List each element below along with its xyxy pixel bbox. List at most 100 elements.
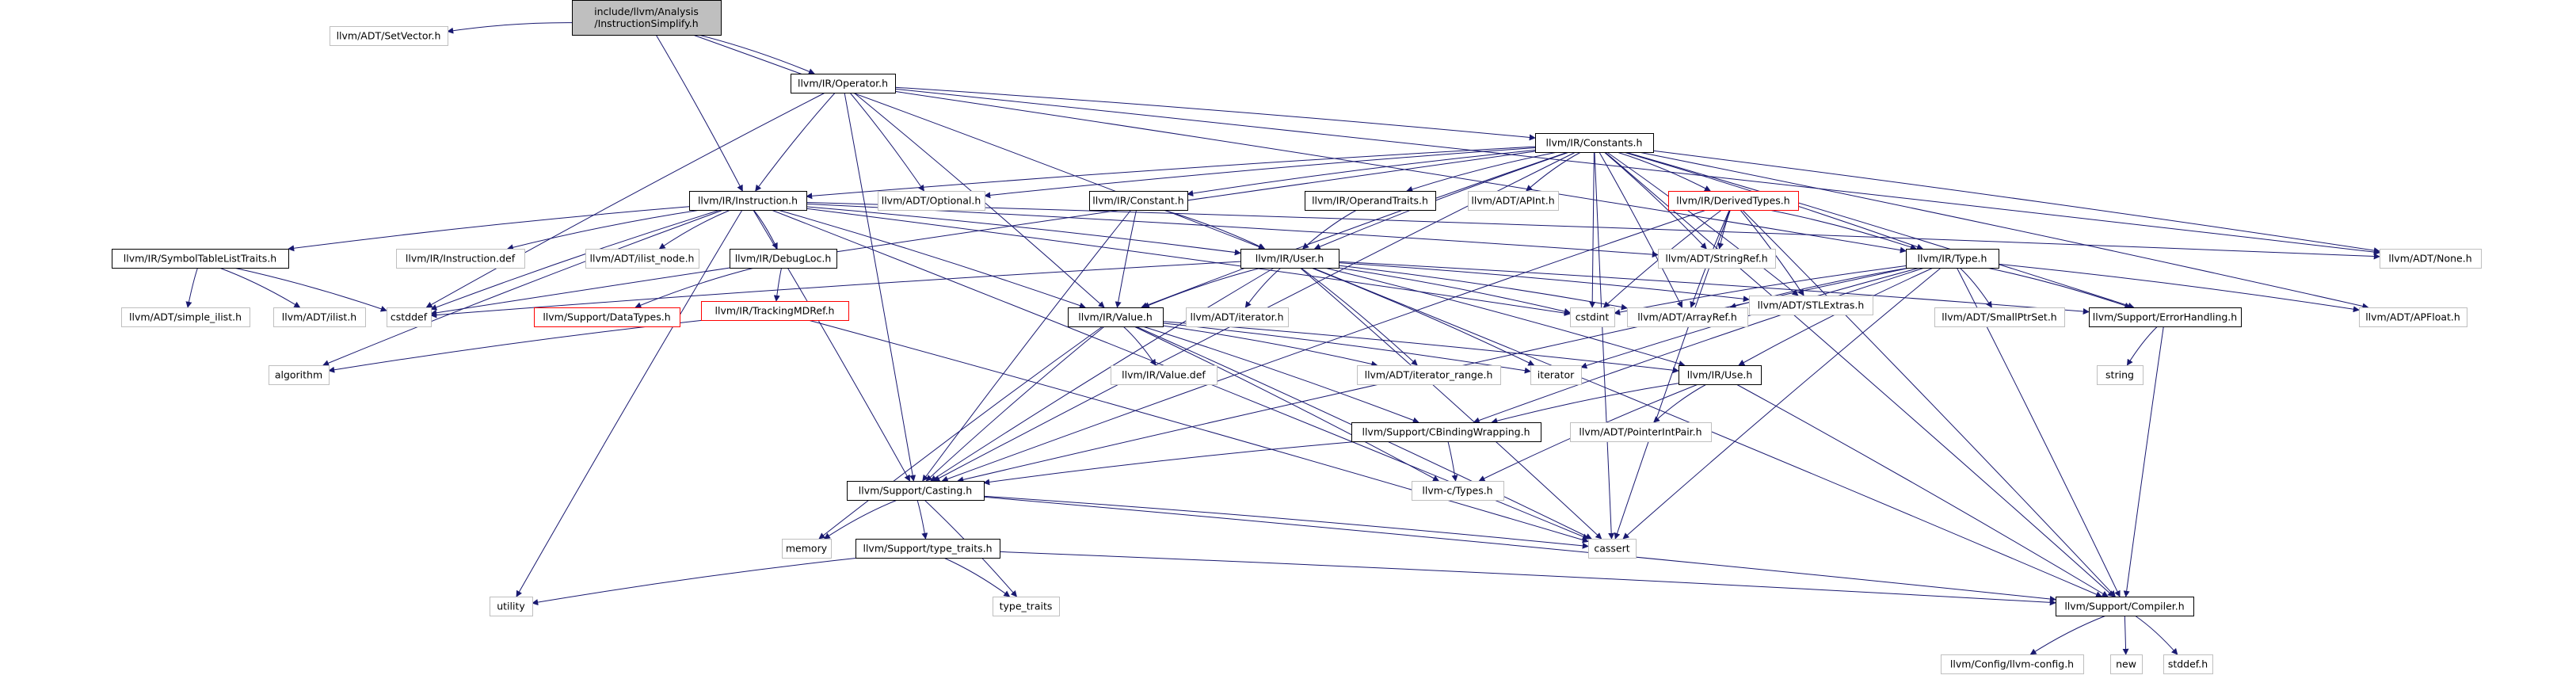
node-label: llvm/ADT/SmallPtrSet.h <box>1942 311 2056 323</box>
node-operator[interactable]: llvm/IR/Operator.h <box>791 74 896 93</box>
edge-type-to-use <box>1738 267 1934 366</box>
edge-constants-to-cassert <box>1594 151 1615 540</box>
edge-user-to-cstddef <box>430 261 1241 319</box>
node-box <box>1749 296 1873 315</box>
node-box <box>1588 539 1637 559</box>
node-cassert: cassert <box>1588 539 1637 559</box>
edge-casting-to-compiler <box>983 496 2056 602</box>
node-box <box>2097 365 2143 385</box>
node-value[interactable]: llvm/IR/Value.h <box>1068 307 1164 327</box>
node-box <box>396 249 525 269</box>
edge-cbinding-to-llvmctypes <box>1447 441 1458 482</box>
node-llvmconfig: llvm/Config/llvm-config.h <box>1941 654 2084 674</box>
edge-constants-to-apfloat <box>1638 151 2369 310</box>
node-box <box>1535 133 1654 153</box>
node-label: llvm/Support/DataTypes.h <box>543 311 670 323</box>
node-constants[interactable]: llvm/IR/Constants.h <box>1535 133 1654 153</box>
node-trackingmdref[interactable]: llvm/IR/TrackingMDRef.h <box>701 301 849 321</box>
node-box <box>121 307 250 327</box>
edge-use-to-compiler <box>1736 383 2109 597</box>
node-box <box>2163 654 2213 674</box>
edge-typetraitsh-to-typetraits <box>943 557 1011 597</box>
edge-constants-to-user <box>1313 151 1570 250</box>
node-apfloat: llvm/ADT/APFloat.h <box>2359 307 2467 327</box>
node-stlextras: llvm/ADT/STLExtras.h <box>1749 296 1873 315</box>
node-label: llvm/IR/Use.h <box>1687 369 1753 381</box>
edge-value-to-use <box>1162 321 1679 374</box>
edge-operator-to-none <box>894 88 2380 256</box>
node-box <box>993 597 1060 616</box>
edge-user-to-errorhandling <box>1338 261 2090 315</box>
edge-constants-to-cstddef <box>430 151 1536 316</box>
node-smallptrset: llvm/ADT/SmallPtrSet.h <box>1934 307 2065 327</box>
node-box <box>1186 307 1289 327</box>
node-errorhandling[interactable]: llvm/Support/ErrorHandling.h <box>2089 307 2242 327</box>
node-cbinding[interactable]: llvm/Support/CBindingWrapping.h <box>1351 422 1541 442</box>
node-type[interactable]: llvm/IR/Type.h <box>1906 249 1999 269</box>
node-compiler[interactable]: llvm/Support/Compiler.h <box>2056 597 2194 616</box>
node-ilist: llvm/ADT/ilist.h <box>273 307 366 327</box>
node-label: llvm-c/Types.h <box>1422 485 1492 497</box>
node-valuedef: llvm/IR/Value.def <box>1111 365 1218 385</box>
edge-constants-to-constant <box>1187 150 1536 196</box>
node-derivedtypes[interactable]: llvm/IR/DerivedTypes.h <box>1668 191 1799 211</box>
edge-type-to-smallptrset <box>1959 267 1992 308</box>
node-box <box>1679 365 1762 385</box>
node-user[interactable]: llvm/IR/User.h <box>1240 249 1339 269</box>
node-casting[interactable]: llvm/Support/Casting.h <box>847 481 985 501</box>
edge-constants-to-stlextras <box>1606 151 1799 296</box>
edge-debugloc-to-trackingmdref <box>773 267 783 302</box>
node-box <box>847 481 985 501</box>
node-label: llvm/Support/ErrorHandling.h <box>2093 311 2237 323</box>
node-box <box>1570 307 1615 327</box>
node-label: llvm/Support/Casting.h <box>859 485 972 497</box>
node-debugloc[interactable]: llvm/IR/DebugLoc.h <box>730 249 837 269</box>
node-label: llvm/Config/llvm-config.h <box>1950 658 2074 670</box>
node-root[interactable]: include/llvm/Analysis/InstructionSimplif… <box>572 0 722 36</box>
edge-instruction-to-user <box>806 206 1241 256</box>
node-box <box>1240 249 1339 269</box>
node-label: include/llvm/Analysis <box>594 6 699 17</box>
node-label: llvm/IR/SymbolTableListTraits.h <box>124 253 276 265</box>
node-operandtraits[interactable]: llvm/IR/OperandTraits.h <box>1305 191 1436 211</box>
edge-constants-to-stringref <box>1603 151 1707 250</box>
node-label: llvm/IR/DerivedTypes.h <box>1676 195 1789 207</box>
edge-user-to-cassert <box>1299 267 1602 540</box>
edge-symboltable-to-simpleilist <box>185 267 198 308</box>
node-pointerintpair: llvm/ADT/PointerIntPair.h <box>1570 422 1712 442</box>
node-datatypes[interactable]: llvm/Support/DataTypes.h <box>534 307 680 327</box>
node-instruction[interactable]: llvm/IR/Instruction.h <box>689 191 807 211</box>
node-box <box>1351 422 1541 442</box>
node-use[interactable]: llvm/IR/Use.h <box>1679 365 1762 385</box>
node-box <box>330 26 448 46</box>
nodes-layer: include/llvm/Analysis/InstructionSimplif… <box>112 0 2482 674</box>
node-typetraitsh[interactable]: llvm/Support/type_traits.h <box>855 539 1000 559</box>
node-label: llvm/ADT/iterator_range.h <box>1365 369 1493 381</box>
edge-errorhandling-to-string <box>2126 326 2158 366</box>
edge-type-to-cassert <box>1622 267 1942 540</box>
edges-layer <box>185 22 2380 655</box>
node-constant[interactable]: llvm/IR/Constant.h <box>1089 191 1188 211</box>
edge-user-to-iterator <box>1311 267 1535 366</box>
node-setvector: llvm/ADT/SetVector.h <box>330 26 448 46</box>
edge-symboltable-to-ilist <box>219 267 301 308</box>
node-label: llvm/IR/Value.h <box>1078 311 1153 323</box>
node-label: llvm/IR/Operator.h <box>798 78 888 90</box>
edge-derivedtypes-to-type <box>1769 209 1917 250</box>
node-box <box>2359 307 2467 327</box>
node-label: llvm/ADT/APInt.h <box>1471 195 1554 207</box>
edge-value-to-casting <box>925 326 1105 482</box>
node-box <box>2380 249 2482 269</box>
edge-instruction-to-algorithm <box>322 209 724 366</box>
edge-derivedtypes-to-stringref <box>1717 209 1731 250</box>
node-box <box>2089 307 2242 327</box>
node-symboltable[interactable]: llvm/IR/SymbolTableListTraits.h <box>112 249 289 269</box>
edge-derivedtypes-to-compiler <box>1742 209 2116 597</box>
edge-value-to-cbinding <box>1142 326 1419 424</box>
edge-casting-to-cassert <box>983 495 1589 549</box>
node-label: llvm/ADT/Optional.h <box>882 195 981 207</box>
edge-instruction-to-debugloc <box>753 209 778 250</box>
edge-user-to-use <box>1324 267 1686 367</box>
node-label: llvm/IR/Constants.h <box>1546 137 1643 149</box>
edge-instruction-to-cstdint <box>806 208 1571 316</box>
